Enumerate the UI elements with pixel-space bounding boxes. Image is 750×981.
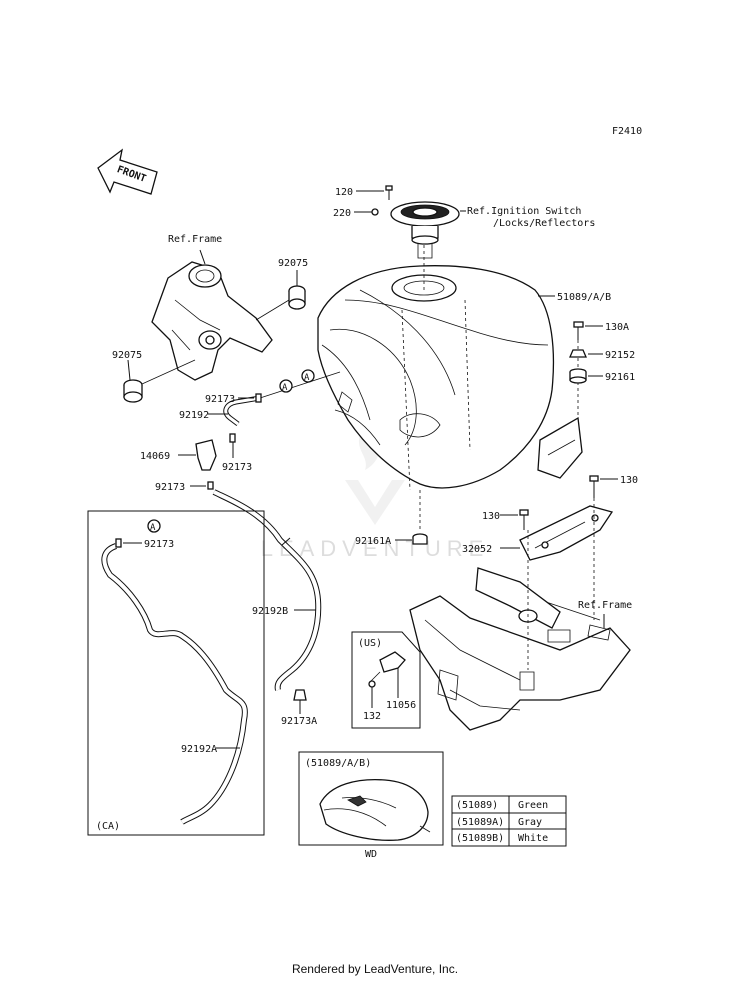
label-ref-ignition-line1: Ref.Ignition Switch bbox=[467, 206, 581, 217]
damper-92075-right bbox=[255, 270, 306, 321]
figure-code: F2410 bbox=[612, 126, 642, 137]
label-92192: 92192 bbox=[179, 410, 209, 421]
joint-14069 bbox=[178, 433, 236, 471]
frame-bracket-left bbox=[151, 249, 273, 381]
clamp-92173A bbox=[293, 689, 307, 714]
color-table-part: (51089A) bbox=[456, 817, 504, 828]
ca-detail-box bbox=[87, 510, 265, 836]
label-wd-box-title: (51089/A/B) bbox=[305, 758, 371, 769]
callout-a-upper-2: A bbox=[301, 369, 315, 383]
label-ref-frame-bottom: Ref.Frame bbox=[578, 600, 632, 611]
bolt-130-right bbox=[589, 475, 618, 498]
label-92161A: 92161A bbox=[355, 536, 391, 547]
color-table-color: Green bbox=[518, 800, 548, 811]
footer-credit: Rendered by LeadVenture, Inc. bbox=[291, 962, 459, 976]
label-92173-b: 92173 bbox=[222, 462, 252, 473]
label-11056: 11056 bbox=[386, 700, 416, 711]
label-ref-ignition-line2: /Locks/Reflectors bbox=[493, 218, 595, 229]
us-detail-box bbox=[351, 631, 421, 729]
label-92192A: 92192A bbox=[181, 744, 217, 755]
svg-text:A: A bbox=[304, 373, 310, 383]
label-92173-a: 92173 bbox=[205, 394, 235, 405]
label-92161: 92161 bbox=[605, 372, 635, 383]
screw-220 bbox=[354, 208, 379, 216]
wd-detail-box bbox=[298, 751, 444, 846]
collar-92152 bbox=[569, 349, 603, 358]
label-14069: 14069 bbox=[140, 451, 170, 462]
damper-92075-left bbox=[123, 359, 196, 403]
label-92173-c: 92173 bbox=[155, 482, 185, 493]
color-table-color: Gray bbox=[518, 817, 542, 828]
damper-92161 bbox=[569, 368, 603, 384]
label-wd: WD bbox=[365, 849, 377, 860]
label-92075-left: 92075 bbox=[112, 350, 142, 361]
callout-a-upper-1: A bbox=[279, 379, 293, 393]
filler-cap bbox=[390, 201, 460, 259]
label-92173A: 92173A bbox=[281, 716, 317, 727]
color-table-part: (51089B) bbox=[456, 833, 504, 844]
label-130-mid: 130 bbox=[482, 511, 500, 522]
bolt-130-mid bbox=[500, 509, 529, 530]
bolt-120 bbox=[356, 185, 393, 200]
label-ca: (CA) bbox=[96, 821, 120, 832]
label-130A: 130A bbox=[605, 322, 629, 333]
label-92173-ca: 92173 bbox=[144, 539, 174, 550]
bolt-130A bbox=[573, 321, 603, 340]
svg-text:A: A bbox=[150, 523, 156, 533]
hose-92192 bbox=[223, 371, 341, 426]
label-ref-frame-top: Ref.Frame bbox=[168, 234, 222, 245]
color-table-color: White bbox=[518, 833, 548, 844]
clamp-92173-a bbox=[255, 393, 262, 403]
callout-a-ca: A bbox=[147, 519, 161, 533]
label-92152: 92152 bbox=[605, 350, 635, 361]
fuel-tank bbox=[317, 240, 583, 530]
label-132: 132 bbox=[363, 711, 381, 722]
label-51089: 51089/A/B bbox=[557, 292, 611, 303]
frame bbox=[409, 498, 631, 731]
label-130-right: 130 bbox=[620, 475, 638, 486]
color-table bbox=[451, 795, 567, 847]
bracket-32052 bbox=[500, 505, 614, 561]
label-32052: 32052 bbox=[462, 544, 492, 555]
label-220: 220 bbox=[333, 208, 351, 219]
svg-text:A: A bbox=[282, 383, 288, 393]
label-92075-right: 92075 bbox=[278, 258, 308, 269]
color-table-part: (51089) bbox=[456, 800, 498, 811]
damper-92161A bbox=[395, 533, 428, 545]
label-92192B: 92192B bbox=[252, 606, 288, 617]
hose-92192B bbox=[212, 489, 322, 691]
front-arrow-icon: FRONT bbox=[97, 148, 158, 195]
label-us: (US) bbox=[358, 638, 382, 649]
label-120: 120 bbox=[335, 187, 353, 198]
clamp-92173-c bbox=[207, 481, 214, 490]
